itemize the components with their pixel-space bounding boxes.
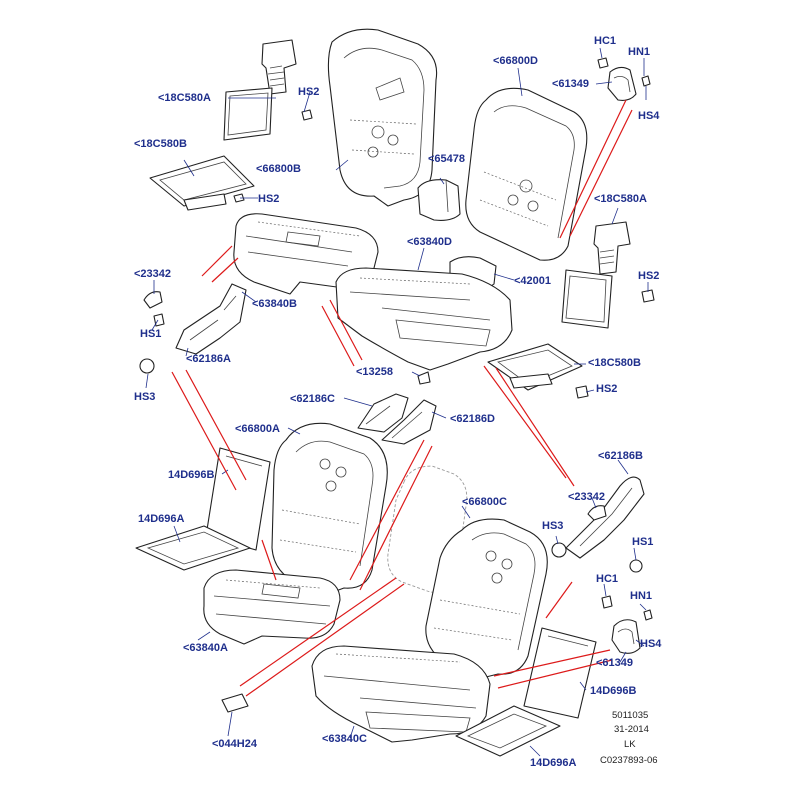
- seatback-66800B: [327, 28, 438, 207]
- panel-14D696A-right: [455, 705, 561, 757]
- assembly-callout-lines: [171, 99, 633, 697]
- label-hs1-right: HS1: [632, 536, 654, 548]
- label-18C580A-right: <18C580A: [594, 193, 647, 205]
- seatback-66800A: [271, 422, 388, 597]
- cushion-63840C: [311, 645, 491, 743]
- label-66800A: <66800A: [235, 423, 280, 435]
- label-61349-bottom: <61349: [596, 657, 634, 669]
- armrest-tray-18C580B-left: [149, 155, 255, 211]
- label-14D696A-right: 14D696A: [530, 757, 577, 769]
- seatback-66800D: [465, 87, 588, 261]
- hinge-62186C-62186D: [357, 371, 437, 445]
- label-18C580B-left: <18C580B: [134, 138, 187, 150]
- armrest-cover-18C580A-top: [223, 39, 313, 141]
- label-hs4-bottom: HS4: [640, 638, 662, 650]
- label-14D696B-left: 14D696B: [168, 469, 215, 481]
- label-62186A: <62186A: [186, 353, 231, 365]
- clip-044H24: [221, 693, 249, 713]
- pad-65478: [417, 179, 461, 221]
- label-18C580A-top: <18C580A: [158, 92, 211, 104]
- cushion-63840A: [203, 569, 341, 645]
- reference-date: 31-2014: [614, 724, 649, 735]
- label-62186C: <62186C: [290, 393, 335, 405]
- cushion-63840D: [335, 267, 513, 371]
- label-hs1-left: HS1: [140, 328, 162, 340]
- label-hn1-top: HN1: [628, 46, 651, 58]
- label-63840D: <63840D: [407, 236, 452, 248]
- armrest-tray-18C580B-right: [487, 343, 589, 399]
- label-hc1-top: HC1: [594, 35, 617, 47]
- seatback-66800C: [425, 518, 548, 681]
- label-hs3-right: HS3: [542, 520, 564, 532]
- label-hs2-right-lower: HS2: [596, 383, 618, 395]
- label-63840C: <63840C: [322, 733, 367, 745]
- label-hs4-top: HS4: [638, 110, 660, 122]
- label-23342-right: <23342: [568, 491, 606, 503]
- label-hs2-top: HS2: [298, 86, 320, 98]
- label-hc1-bottom: HC1: [596, 573, 619, 585]
- label-66800C: <66800C: [462, 496, 507, 508]
- label-14D696A-left: 14D696A: [138, 513, 185, 525]
- label-hs2-left: HS2: [258, 193, 280, 205]
- leader-lines: [145, 47, 649, 757]
- label-13258: <13258: [356, 366, 394, 378]
- reference-code-1: 5011035: [612, 710, 649, 721]
- hinge-62186A: [139, 283, 247, 374]
- reference-code-2: C0237893-06: [600, 755, 658, 766]
- label-18C580B-right: <18C580B: [588, 357, 641, 369]
- label-62186B: <62186B: [598, 450, 643, 462]
- panel-14D696A-left: [135, 525, 251, 571]
- label-hs3-left: HS3: [134, 391, 156, 403]
- label-42001: <42001: [514, 275, 552, 287]
- label-hs2-right-upper: HS2: [638, 270, 660, 282]
- hinge-62186B: [551, 476, 645, 573]
- label-63840A: <63840A: [183, 642, 228, 654]
- reference-lk: LK: [624, 739, 636, 750]
- panel-14D696B-left: [205, 447, 271, 551]
- armrest-cover-18C580A-right: [561, 221, 655, 329]
- seatbelt-guide-61349-bottom: [601, 595, 653, 654]
- label-65478: <65478: [428, 153, 466, 165]
- label-66800D: <66800D: [493, 55, 538, 67]
- label-hn1-bottom: HN1: [630, 590, 653, 602]
- label-23342-left: <23342: [134, 268, 172, 280]
- label-63840B: <63840B: [252, 298, 297, 310]
- label-66800B: <66800B: [256, 163, 301, 175]
- label-62186D: <62186D: [450, 413, 495, 425]
- seatbelt-guide-61349-top: [597, 57, 651, 101]
- label-044H24: <044H24: [212, 738, 257, 750]
- label-61349-top: <61349: [552, 78, 590, 90]
- label-14D696B-right: 14D696B: [590, 685, 637, 697]
